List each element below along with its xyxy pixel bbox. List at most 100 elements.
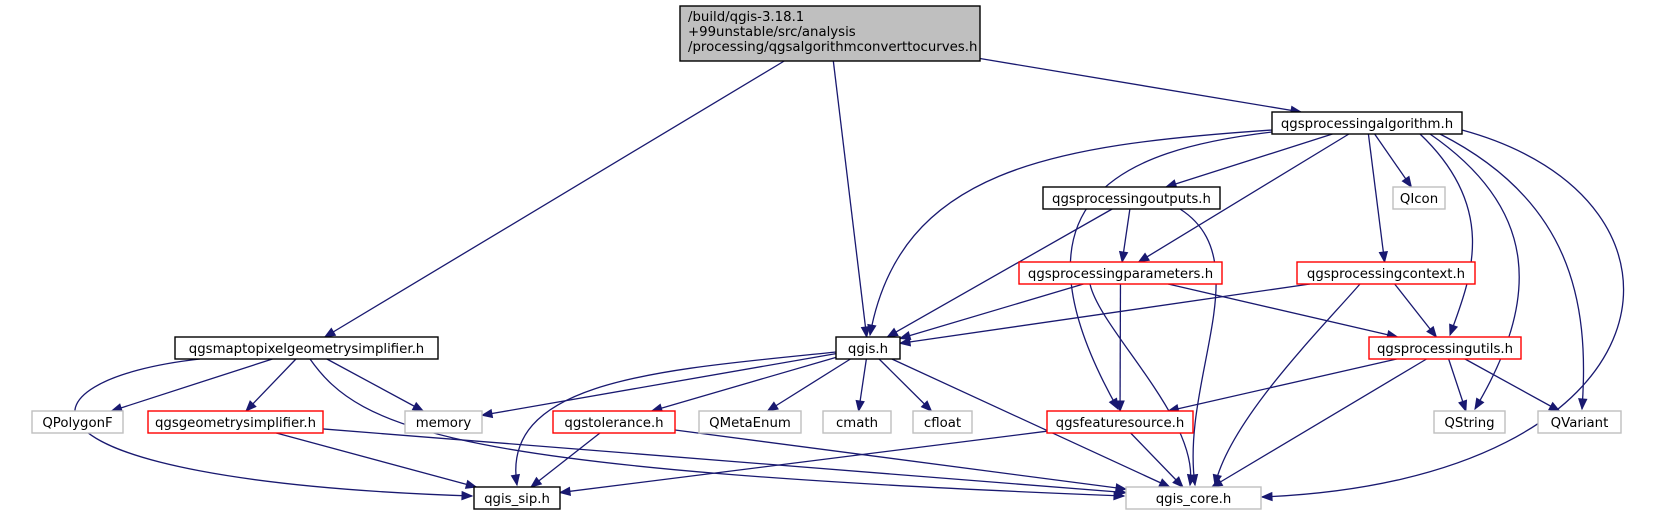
edge-qgsprocessingcontext-to-qgsprocessingutils: [1394, 283, 1438, 339]
edge-qgsprocessingalgorithm-to-qstring: [1429, 133, 1520, 411]
edge-arrowhead: [1378, 250, 1388, 264]
node-label: qgsprocessingoutputs.h: [1052, 192, 1211, 207]
edge-qgstolerance-to-qgis_sip: [529, 432, 601, 488]
edge-arrowhead: [855, 399, 865, 413]
edge-arrowhead: [510, 473, 520, 487]
edge-arrowhead: [1210, 477, 1224, 488]
edge-arrowhead: [920, 400, 933, 412]
node-cmath[interactable]: cmath: [822, 410, 892, 434]
node-label: QIcon: [1400, 192, 1438, 207]
edge-qgsprocessingparameters-to-qgsfeaturesource: [1115, 283, 1125, 413]
node-label: qgsfeaturesource.h: [1056, 416, 1185, 431]
edge-line: [1130, 432, 1184, 488]
edge-line: [891, 358, 1170, 488]
edge-qgsprocessingalgorithm-to-qgsprocessingoutputs: [1164, 133, 1333, 189]
edge-line: [276, 432, 477, 488]
edge-arrowhead: [1186, 473, 1197, 487]
edge-root-to-qgsmaptopixel: [323, 60, 785, 338]
node-box: [31, 410, 124, 434]
node-box: [1125, 486, 1262, 510]
edge-arrowhead: [1449, 323, 1459, 337]
node-qstring[interactable]: QString: [1433, 410, 1506, 434]
edge-qgsprocessingalgorithm-to-qgsprocessingparameters: [1137, 133, 1350, 263]
node-qgis_sip[interactable]: qgis_sip.h: [473, 486, 561, 510]
edge-line: [1168, 358, 1397, 412]
node-qgsprocessingparameters[interactable]: qgsprocessingparameters.h: [1018, 261, 1223, 285]
edge-qgsprocessingalgorithm-to-qvariant: [1439, 133, 1588, 411]
edge-arrowhead: [898, 337, 912, 347]
node-box: [1392, 186, 1446, 210]
node-box: [404, 410, 483, 434]
node-qicon[interactable]: QIcon: [1392, 186, 1446, 210]
edge-line: [530, 432, 601, 488]
node-root[interactable]: /build/qgis-3.18.1+99unstable/src/analys…: [679, 5, 981, 62]
edge-qgsmaptopixel-to-qgsgeometrysimplifier: [245, 358, 297, 412]
edge-line: [515, 351, 837, 486]
node-box: [1368, 336, 1522, 360]
node-qgstolerance[interactable]: qgstolerance.h: [552, 410, 676, 434]
edge-qgsprocessingparameters-to-qgsprocessingutils: [1167, 283, 1399, 340]
node-box: [1046, 410, 1194, 434]
node-qgsmaptopixel[interactable]: qgsmaptopixelgeometrysimplifier.h: [174, 336, 439, 360]
node-qgis_core[interactable]: qgis_core.h: [1125, 486, 1262, 510]
edge-line: [1439, 133, 1585, 410]
node-qvariant[interactable]: QVariant: [1537, 410, 1622, 434]
node-label: QMetaEnum: [709, 416, 791, 431]
node-label: +99unstable/src/analysis: [688, 25, 856, 40]
edge-line: [674, 429, 1127, 490]
edge-arrowhead: [867, 323, 877, 337]
edge-line: [869, 129, 1273, 336]
node-qmetaenum[interactable]: QMetaEnum: [698, 410, 802, 434]
edge-qgis-to-memory: [480, 352, 837, 419]
node-qgsgeometrysimplifier[interactable]: qgsgeometrysimplifier.h: [147, 410, 324, 434]
edge-line: [322, 428, 1127, 494]
node-box: [1042, 186, 1221, 210]
node-qgsprocessingutils[interactable]: qgsprocessingutils.h: [1368, 336, 1522, 360]
node-label: QString: [1444, 416, 1494, 431]
node-qgis[interactable]: qgis.h: [835, 336, 901, 360]
node-label: QPolygonF: [42, 416, 112, 431]
node-label: qgstolerance.h: [564, 416, 663, 431]
node-qgsprocessingcontext[interactable]: qgsprocessingcontext.h: [1296, 261, 1476, 285]
node-box: [147, 410, 324, 434]
edge-arrowhead: [558, 486, 572, 496]
node-label: qgis_sip.h: [484, 492, 550, 507]
node-label: /processing/qgsalgorithmconverttocurves.…: [688, 40, 977, 55]
edge-line: [979, 57, 1302, 113]
node-box: [1271, 111, 1463, 135]
edge-qgsprocessingalgorithm-to-qgis: [867, 129, 1273, 337]
edge-qgis-to-qgis_sip: [510, 351, 837, 487]
edge-qgsprocessingoutputs-to-qgis: [886, 208, 1113, 338]
edge-line: [1211, 358, 1427, 488]
edge-arrowhead: [461, 490, 474, 501]
edge-qgsprocessingutils-to-qgsfeaturesource: [1166, 358, 1397, 414]
node-qpolygonf[interactable]: QPolygonF: [31, 410, 124, 434]
node-qgsprocessingalgorithm[interactable]: qgsprocessingalgorithm.h: [1271, 111, 1463, 135]
edge-line: [1261, 129, 1625, 498]
node-qgsprocessingoutputs[interactable]: qgsprocessingoutputs.h: [1042, 186, 1221, 210]
edge-arrowhead: [323, 327, 337, 338]
edge-qgis-to-cfloat: [878, 358, 933, 412]
edge-arrowhead: [1158, 478, 1171, 488]
edge-qgsgeometrysimplifier-to-qgis_core: [322, 428, 1128, 497]
edge-line: [1165, 133, 1333, 188]
node-qgsfeaturesource[interactable]: qgsfeaturesource.h: [1046, 410, 1194, 434]
edge-qgsgeometrysimplifier-to-qgis_sip: [276, 432, 478, 489]
edge-line: [651, 356, 837, 412]
edge-line: [559, 430, 1048, 494]
node-box: [1296, 261, 1476, 285]
node-box: [174, 336, 439, 360]
edge-qgis-to-qmetaenum: [766, 358, 851, 412]
node-memory[interactable]: memory: [404, 410, 483, 434]
edge-qgsprocessingoutputs-to-qgsprocessingparameters: [1118, 208, 1131, 264]
edge-line: [887, 208, 1113, 338]
edge-line: [245, 358, 297, 412]
node-label: /build/qgis-3.18.1: [688, 10, 804, 25]
edge-line: [832, 60, 868, 338]
node-cfloat[interactable]: cfloat: [912, 410, 973, 434]
edge-arrowhead: [480, 408, 494, 419]
node-label: qgsmaptopixelgeometrysimplifier.h: [189, 342, 424, 357]
edge-qgsprocessingcontext-to-qgis: [898, 283, 1311, 347]
edge-line: [111, 358, 273, 412]
